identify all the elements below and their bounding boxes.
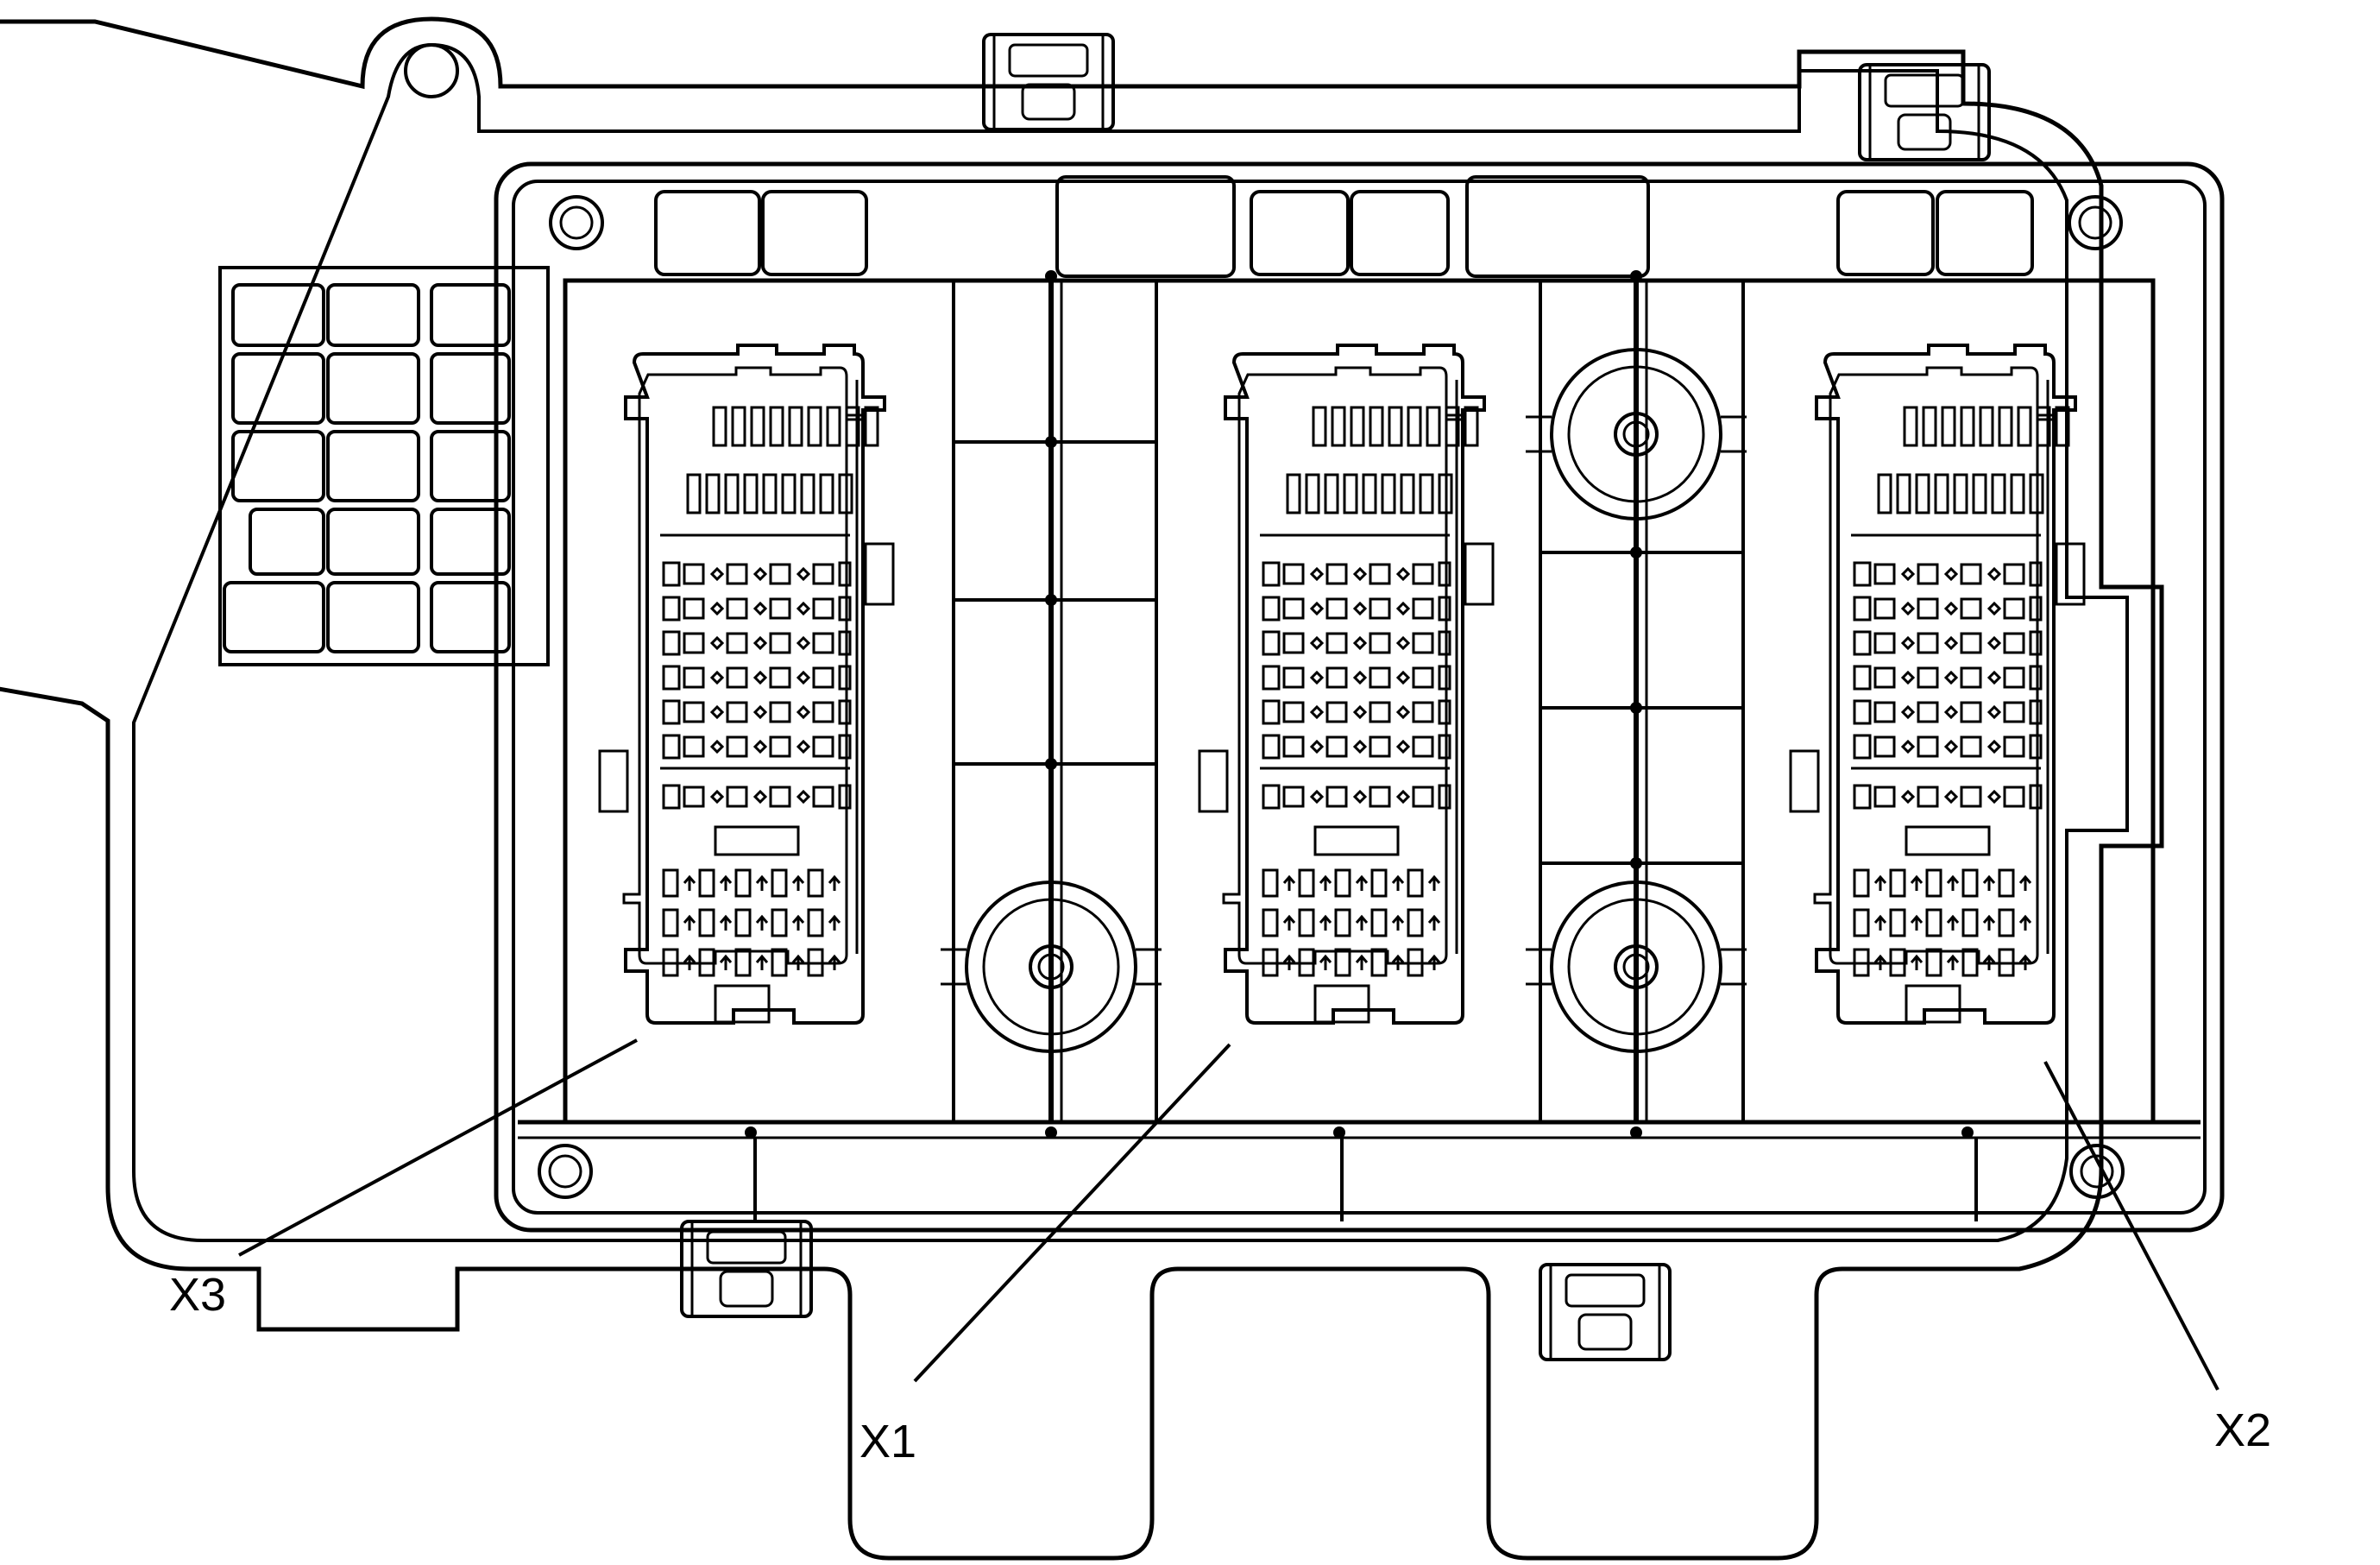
- callout-label-x3: X3: [169, 1269, 226, 1321]
- connector-x3-block: [600, 345, 893, 1023]
- callout-label-x1: X1: [859, 1416, 916, 1467]
- callout-label-x2: X2: [2214, 1404, 2271, 1456]
- housing-outline: [0, 16, 2225, 1561]
- leader-line-x3: [238, 1038, 638, 1257]
- leader-line-x1: [913, 1043, 1231, 1383]
- connector-x1-block: [1199, 345, 1493, 1023]
- callout-leader-lines: [238, 1038, 2219, 1391]
- leader-line-x2: [2043, 1061, 2219, 1391]
- bottom-latch-clips: [680, 33, 1991, 1361]
- connector-x2-block: [1791, 345, 2084, 1023]
